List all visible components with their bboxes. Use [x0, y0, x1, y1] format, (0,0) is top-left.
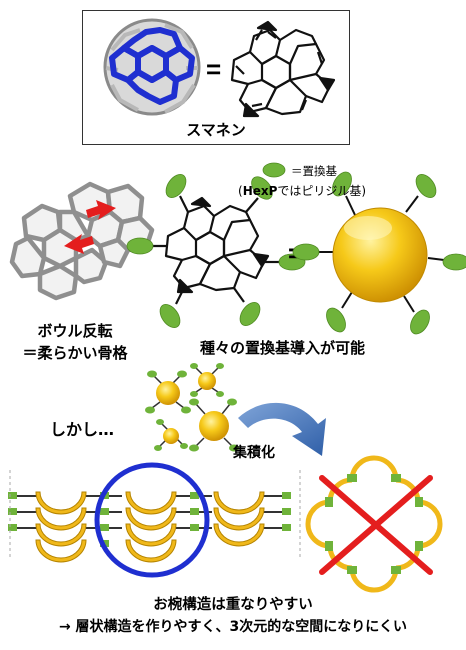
molecule-name: スマネン	[186, 121, 246, 139]
hexp-note-bold: HexP	[242, 184, 278, 198]
cross-mark	[319, 475, 433, 575]
hexp-note-prefix: (	[238, 184, 243, 198]
conclusion-line1: お椀構造は重なりやすい	[153, 597, 313, 613]
sumanene-structure	[230, 20, 336, 118]
bowl-flip-arrows	[64, 200, 116, 254]
top-equals: =	[206, 54, 221, 84]
hexp-note: (HexPではピリジル基)	[238, 182, 366, 199]
highlight-circle	[94, 462, 210, 578]
sumanene-frame	[82, 10, 350, 145]
hexp-note-suffix: ではピリジル基)	[277, 184, 367, 198]
bowl-inversion-model	[9, 181, 155, 301]
sumanene-3d-model	[103, 18, 201, 116]
small-gold-spheres	[145, 363, 239, 452]
gold-sphere-model	[292, 171, 466, 335]
layered-stacks	[8, 470, 301, 563]
however-label: しかし…	[50, 420, 115, 439]
bowl-caption-line2: ＝柔らかい骨格	[22, 344, 128, 362]
aggregation-arrow	[238, 402, 326, 456]
bowl-caption-line1: ボウル反転	[37, 322, 113, 340]
substituent-legend-label: ＝置換基	[291, 164, 337, 178]
substituent-legend-icon	[262, 162, 286, 178]
conclusion-line2: → 層状構造を作りやすく、3次元的な空間になりにくい	[58, 619, 408, 635]
aggregation-label: 集積化	[233, 445, 275, 461]
substitution-caption: 種々の置換基導入が可能	[200, 339, 366, 357]
